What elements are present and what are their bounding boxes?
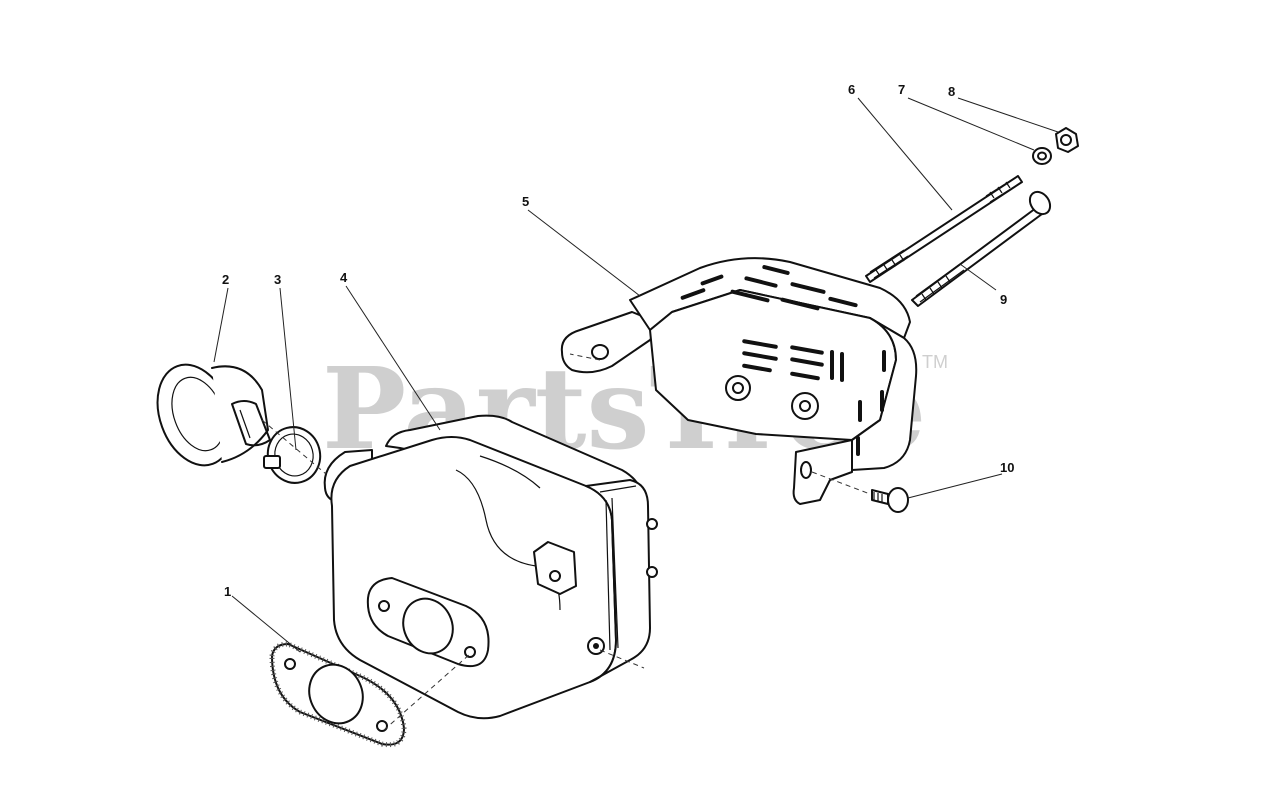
callout-4: 4	[340, 270, 348, 285]
callout-10: 10	[1000, 460, 1014, 475]
callout-6: 6	[848, 82, 855, 97]
part-4-muffler[interactable]	[323, 414, 658, 720]
callout-1: 1	[224, 584, 231, 599]
callout-labels: 2 3 4 5 6 7 8 9 10 1	[222, 82, 1014, 599]
callout-9: 9	[1000, 292, 1007, 307]
part-5-muffler-guard[interactable]	[560, 257, 918, 505]
part-6-stud[interactable]	[865, 175, 1023, 283]
callout-8: 8	[948, 84, 955, 99]
callout-2: 2	[222, 272, 229, 287]
part-3-clamp[interactable]	[262, 421, 327, 489]
part-10-screw[interactable]	[871, 487, 909, 513]
part-9-bolt[interactable]	[911, 188, 1054, 307]
callout-5: 5	[522, 194, 529, 209]
leader-lines	[213, 97, 1059, 731]
part-7-washer[interactable]	[1032, 147, 1052, 165]
watermark-trademark: TM	[922, 352, 948, 372]
part-8-nut[interactable]	[1055, 127, 1079, 153]
guard-front-slots	[742, 339, 886, 456]
guard-top-slots	[680, 265, 858, 311]
callout-7: 7	[898, 82, 905, 97]
part-1-gasket[interactable]	[269, 641, 407, 748]
part-2-tailpipe[interactable]	[144, 354, 271, 476]
callout-3: 3	[274, 272, 281, 287]
